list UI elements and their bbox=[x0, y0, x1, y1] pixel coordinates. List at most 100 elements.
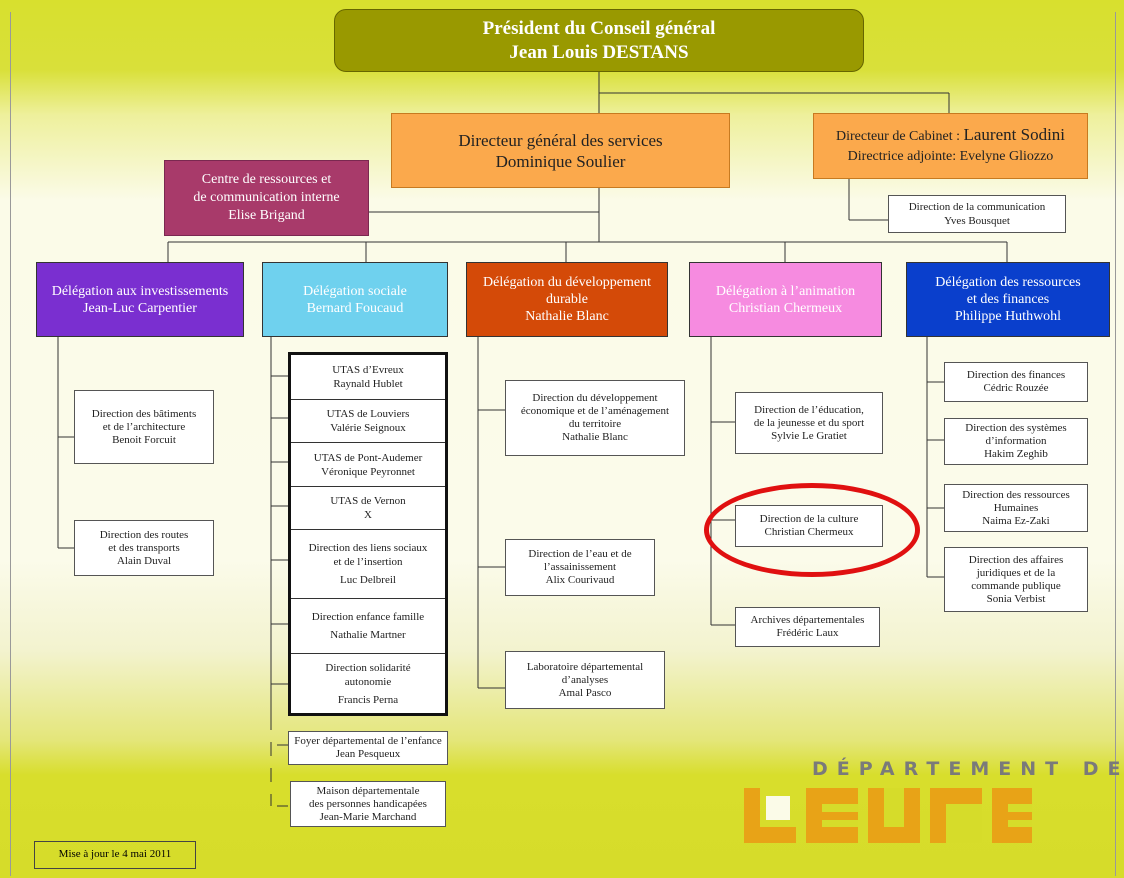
social-directions-block: UTAS d’Evreux Raynald Hublet UTAS de Lou… bbox=[288, 352, 448, 716]
direction-batiments: Direction des bâtiments et de l’architec… bbox=[74, 390, 214, 464]
delegation-title: Délégation aux investissements bbox=[51, 283, 229, 299]
direction-name: X bbox=[364, 509, 372, 521]
direction-systemes-information: Direction des systèmes d’information Hak… bbox=[944, 418, 1088, 465]
direction-title: UTAS de Vernon bbox=[330, 495, 406, 507]
cabinet-director-name: Laurent Sodini bbox=[963, 125, 1066, 144]
mdph: Maison départementale des personnes hand… bbox=[290, 781, 446, 827]
direction-title: Maison départementale bbox=[316, 784, 420, 797]
communication-box: Direction de la communication Yves Bousq… bbox=[888, 195, 1066, 233]
delegation-title-2: et des finances bbox=[966, 292, 1050, 307]
direction-title-2: d’analyses bbox=[561, 673, 609, 686]
direction-title-2: d’information bbox=[985, 435, 1047, 447]
crci-line2: de communication interne bbox=[193, 190, 340, 205]
delegation-title: Délégation sociale bbox=[303, 283, 407, 299]
direction-title: Laboratoire départemental bbox=[526, 660, 644, 673]
direction-name: Benoit Forcuit bbox=[112, 433, 176, 446]
direction-title-2: et de l’architecture bbox=[102, 420, 186, 433]
direction-enfance-famille: Direction enfance famille Nathalie Martn… bbox=[291, 599, 445, 654]
direction-title-2: et des transports bbox=[108, 541, 180, 554]
update-date: Mise à jour le 4 mai 2011 bbox=[58, 848, 172, 861]
crci-line1: Centre de ressources et bbox=[201, 172, 332, 187]
direction-title: Direction des liens sociaux bbox=[308, 542, 428, 554]
delegation-name: Jean-Luc Carpentier bbox=[83, 300, 197, 316]
direction-education: Direction de l’éducation, de la jeunesse… bbox=[735, 392, 883, 454]
departement-eure-logo: DÉPARTEMENT DE bbox=[742, 758, 1120, 848]
direction-title-2: des personnes handicapées bbox=[309, 797, 427, 810]
direction-name: Alain Duval bbox=[116, 554, 172, 567]
laboratoire-departemental: Laboratoire départemental d’analyses Ama… bbox=[505, 651, 665, 709]
direction-ressources-humaines: Direction des ressources Humaines Naima … bbox=[944, 484, 1088, 532]
communication-title: Direction de la communication bbox=[908, 201, 1046, 213]
delegation-animation: Délégation à l’animation Christian Cherm… bbox=[689, 262, 882, 337]
direction-title: Foyer départemental de l’enfance bbox=[294, 735, 442, 747]
direction-title: Direction de l’eau et de bbox=[528, 548, 632, 560]
direction-name: Sonia Verbist bbox=[986, 592, 1046, 605]
direction-name: Luc Delbreil bbox=[340, 574, 396, 586]
utas-vernon: UTAS de Vernon X bbox=[291, 487, 445, 530]
cabinet-box: Directeur de Cabinet : Laurent Sodini Di… bbox=[813, 113, 1088, 179]
direction-title: UTAS d’Evreux bbox=[332, 364, 404, 376]
direction-title-2: autonomie bbox=[344, 675, 392, 688]
direction-title: UTAS de Louviers bbox=[326, 408, 410, 420]
delegation-name: Nathalie Blanc bbox=[525, 309, 609, 324]
director-general-box: Directeur général des services Dominique… bbox=[391, 113, 730, 188]
highlight-circle bbox=[704, 483, 920, 577]
direction-title: Direction des finances bbox=[966, 369, 1066, 381]
president-name: Jean Louis DESTANS bbox=[509, 41, 689, 63]
crci-box: Centre de ressources et de communication… bbox=[164, 160, 369, 236]
direction-name: Sylvie Le Gratiet bbox=[771, 429, 847, 442]
utas-pont-audemer: UTAS de Pont-Audemer Véronique Peyronnet bbox=[291, 443, 445, 487]
archives-departementales: Archives départementales Frédéric Laux bbox=[735, 607, 880, 647]
direction-title: Direction des systèmes bbox=[965, 422, 1067, 434]
direction-name: Jean-Marie Marchand bbox=[319, 810, 417, 823]
direction-name: Véronique Peyronnet bbox=[321, 465, 415, 478]
delegation-name: Christian Chermeux bbox=[728, 300, 843, 316]
direction-title: Archives départementales bbox=[750, 614, 865, 626]
cabinet-title: Directeur de Cabinet : bbox=[835, 129, 964, 144]
direction-name: Amal Pasco bbox=[558, 686, 612, 699]
direction-title: Direction des routes bbox=[99, 528, 189, 541]
direction-name: Hakim Zeghib bbox=[984, 448, 1048, 460]
direction-finances: Direction des finances Cédric Rouzée bbox=[944, 362, 1088, 402]
direction-name: Naima Ez-Zaki bbox=[982, 514, 1050, 527]
delegation-title: Délégation à l’animation bbox=[715, 283, 856, 299]
direction-title-2: l’assainissement bbox=[543, 561, 617, 573]
delegation-title: Délégation du développement bbox=[483, 275, 651, 290]
delegation-investissements: Délégation aux investissements Jean-Luc … bbox=[36, 262, 244, 337]
direction-title-3: commande publique bbox=[971, 579, 1061, 592]
delegation-title: Délégation des ressources bbox=[935, 275, 1081, 290]
crci-name: Elise Brigand bbox=[228, 208, 305, 223]
page-frame bbox=[10, 12, 1116, 876]
direction-name: Alix Courivaud bbox=[545, 574, 615, 586]
direction-name: Frédéric Laux bbox=[776, 627, 839, 639]
logo-wordmark bbox=[744, 788, 1032, 843]
direction-title: Direction de l’éducation, bbox=[754, 403, 864, 416]
logo-top-text: DÉPARTEMENT DE bbox=[812, 758, 1124, 780]
dg-title: Directeur général des services bbox=[458, 130, 663, 150]
president-title: Président du Conseil général bbox=[482, 17, 716, 39]
direction-title-2: et de l’insertion bbox=[333, 556, 403, 568]
direction-title-2: de la jeunesse et du sport bbox=[753, 416, 865, 429]
direction-name: Raynald Hublet bbox=[333, 378, 403, 390]
direction-title-2: Humaines bbox=[993, 501, 1039, 514]
utas-evreux: UTAS d’Evreux Raynald Hublet bbox=[291, 355, 445, 400]
delegation-title-2: durable bbox=[546, 292, 588, 307]
utas-louviers: UTAS de Louviers Valérie Seignoux bbox=[291, 400, 445, 443]
direction-liens-sociaux: Direction des liens sociaux et de l’inse… bbox=[291, 530, 445, 599]
direction-title: Direction enfance famille bbox=[311, 611, 425, 623]
direction-title-2: économique et de l’aménagement bbox=[520, 405, 670, 417]
update-date-box: Mise à jour le 4 mai 2011 bbox=[34, 841, 196, 869]
delegation-developpement: Délégation du développement durable Nath… bbox=[466, 262, 668, 337]
cabinet-deputy: Directrice adjointe: Evelyne Gliozzo bbox=[847, 149, 1054, 164]
direction-title: Direction des ressources bbox=[962, 488, 1070, 501]
communication-name: Yves Bousquet bbox=[944, 215, 1010, 227]
delegation-name: Bernard Foucaud bbox=[306, 300, 404, 316]
delegation-name: Philippe Huthwohl bbox=[954, 309, 1062, 324]
direction-title-3: du territoire bbox=[568, 418, 622, 430]
foyer-enfance: Foyer départemental de l’enfance Jean Pe… bbox=[288, 731, 448, 765]
direction-name: Cédric Rouzée bbox=[983, 382, 1049, 394]
president-box: Président du Conseil général Jean Louis … bbox=[334, 9, 864, 72]
direction-name: Nathalie Martner bbox=[330, 629, 406, 641]
direction-solidarite-autonomie: Direction solidarité autonomie Francis P… bbox=[291, 654, 445, 713]
